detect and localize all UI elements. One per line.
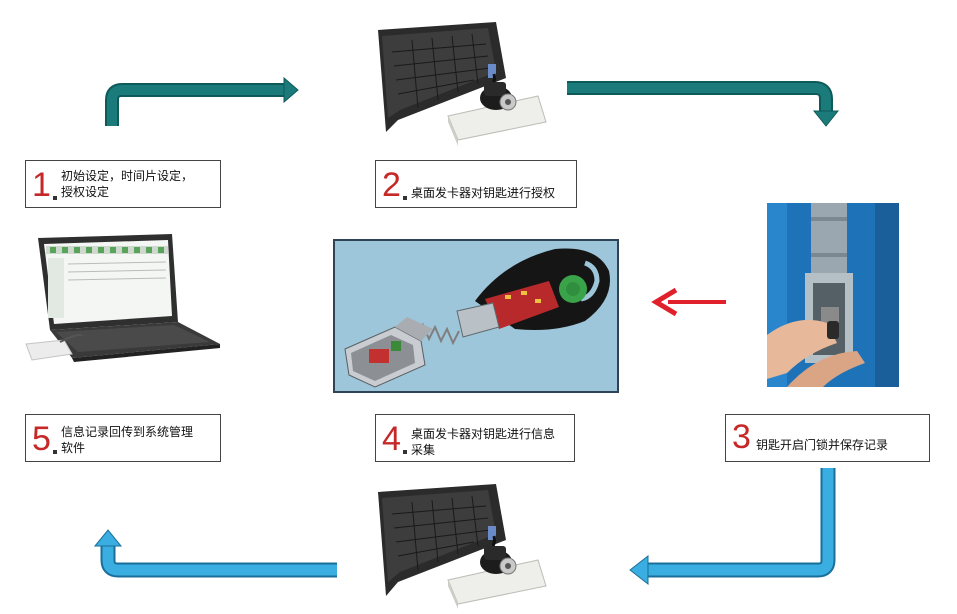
step-4-dot: [403, 450, 407, 454]
step-5-line-1: 信息记录回传到系统管理: [61, 425, 194, 439]
step-5-dot: [53, 450, 57, 454]
step-5-box: 5 信息记录回传到系统管理 软件: [25, 414, 221, 462]
electronic-key-cutaway-icon: [344, 248, 610, 388]
step-1-dot: [53, 196, 57, 200]
step-5-number: 5: [32, 420, 51, 458]
step-3-line-1: 钥匙开启门锁并保存记录: [756, 438, 889, 452]
step-1-number: 1: [32, 166, 51, 204]
step-1-line-1: 初始设定，时间片设定，: [61, 169, 194, 183]
step-4-box: 4 桌面发卡器对钥匙进行信息 采集: [375, 414, 575, 462]
step-2-number: 2: [382, 166, 401, 204]
step-3-box: 3 钥匙开启门锁并保存记录: [725, 414, 930, 462]
step-4-line-2: 采集: [411, 443, 436, 457]
laptop-software-icon: [25, 234, 220, 362]
laptop-with-card-reader-icon: [378, 484, 547, 609]
step-1-box: 1 初始设定，时间片设定， 授权设定: [25, 160, 221, 208]
step-3-number: 3: [732, 418, 751, 456]
step-2-line-1: 桌面发卡器对钥匙进行授权: [411, 186, 556, 200]
step-2-box: 2 桌面发卡器对钥匙进行授权: [375, 160, 577, 208]
key-cutaway-panel: [333, 239, 619, 393]
step-2-dot: [403, 196, 407, 200]
step-4-line-1: 桌面发卡器对钥匙进行信息: [411, 427, 556, 441]
step-4-number: 4: [382, 420, 401, 458]
step-1-line-2: 授权设定: [61, 185, 110, 199]
laptop-with-card-reader-icon: [378, 22, 547, 146]
step-5-line-2: 软件: [61, 441, 86, 455]
door-lock-photo-icon: [767, 203, 899, 387]
